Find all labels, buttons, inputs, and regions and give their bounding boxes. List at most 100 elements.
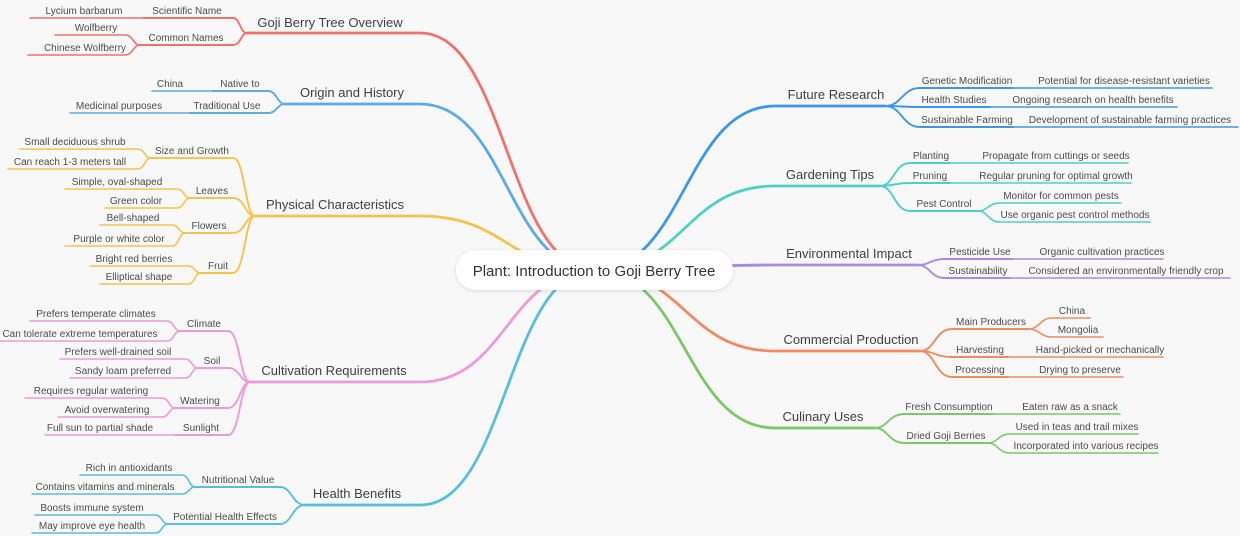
node-climate[interactable]: Climate xyxy=(187,319,221,330)
leaf-medicinal-purposes[interactable]: Medicinal purposes xyxy=(76,101,162,112)
node-dried-berries[interactable]: Dried Goji Berries xyxy=(907,431,986,442)
edge-health-studies xyxy=(884,105,991,108)
node-harvesting[interactable]: Harvesting xyxy=(956,345,1004,356)
branch-physical: Physical Characteristics Size and Growth… xyxy=(7,137,597,285)
edge-mongolia xyxy=(1027,328,1104,338)
leaf-simple-oval[interactable]: Simple, oval-shaped xyxy=(72,177,163,188)
leaf-china[interactable]: China xyxy=(157,79,184,90)
root-node[interactable]: Plant: Introduction to Goji Berry Tree xyxy=(456,250,733,290)
edge-organic-pest xyxy=(977,210,1151,223)
leaf-antioxidants[interactable]: Rich in antioxidants xyxy=(86,463,173,474)
topic-environmental[interactable]: Environmental Impact xyxy=(786,246,912,261)
leaf-recipes[interactable]: Incorporated into various recipes xyxy=(1013,441,1158,452)
topic-origin[interactable]: Origin and History xyxy=(300,85,405,100)
topic-cultivation[interactable]: Cultivation Requirements xyxy=(261,363,407,378)
leaf-sandy-loam[interactable]: Sandy loam preferred xyxy=(75,366,171,377)
leaf-lycium-barbarum[interactable]: Lycium barbarum xyxy=(46,6,123,17)
node-fresh-consumption[interactable]: Fresh Consumption xyxy=(905,402,992,413)
leaf-green-color[interactable]: Green color xyxy=(110,196,163,207)
leaf-disease-resistant[interactable]: Potential for disease-resistant varietie… xyxy=(1038,76,1210,87)
node-sustainable-farming[interactable]: Sustainable Farming xyxy=(921,115,1013,126)
topic-physical[interactable]: Physical Characteristics xyxy=(266,197,404,212)
leaf-eye-health[interactable]: May improve eye health xyxy=(39,521,145,532)
leaf-hand-picked[interactable]: Hand-picked or mechanically xyxy=(1036,345,1164,356)
edge-scientific-name xyxy=(142,17,248,34)
node-soil[interactable]: Soil xyxy=(204,356,221,367)
topic-future-research[interactable]: Future Research xyxy=(788,87,885,102)
leaf-bell-shaped[interactable]: Bell-shaped xyxy=(107,213,160,224)
topic-health[interactable]: Health Benefits xyxy=(313,486,402,501)
leaf-friendly-crop[interactable]: Considered an environmentally friendly c… xyxy=(1028,266,1224,277)
leaf-small-shrub[interactable]: Small deciduous shrub xyxy=(24,137,126,148)
node-pest-control[interactable]: Pest Control xyxy=(916,199,971,210)
leaf-requires-watering[interactable]: Requires regular watering xyxy=(34,386,149,397)
edge-common-names xyxy=(139,32,248,46)
leaf-ongoing-research[interactable]: Ongoing research on health benefits xyxy=(1012,95,1173,106)
leaf-chinese-wolfberry[interactable]: Chinese Wolfberry xyxy=(44,43,126,54)
node-main-producers[interactable]: Main Producers xyxy=(956,317,1026,328)
leaf-organic-cultivation[interactable]: Organic cultivation practices xyxy=(1039,247,1164,258)
leaf-vitamins[interactable]: Contains vitamins and minerals xyxy=(36,482,175,493)
leaf-elliptical[interactable]: Elliptical shape xyxy=(106,272,173,283)
edge-avoid-overwatering xyxy=(57,407,176,418)
leaf-can-tolerate[interactable]: Can tolerate extreme temperatures xyxy=(2,329,157,340)
branch-gardening-tips: Gardening Tips Planting Propagate from c… xyxy=(593,151,1151,272)
node-scientific-name[interactable]: Scientific Name xyxy=(152,6,222,17)
node-native-to[interactable]: Native to xyxy=(220,79,260,90)
leaf-sustainable-practices[interactable]: Development of sustainable farming pract… xyxy=(1029,115,1231,126)
leaf-avoid-overwatering[interactable]: Avoid overwatering xyxy=(65,405,150,416)
leaf-china-producer[interactable]: China xyxy=(1059,306,1086,317)
node-processing[interactable]: Processing xyxy=(955,365,1004,376)
leaf-monitor-pests[interactable]: Monitor for common pests xyxy=(1003,191,1119,202)
leaf-organic-pest[interactable]: Use organic pest control methods xyxy=(1001,210,1150,221)
topic-commercial[interactable]: Commercial Production xyxy=(783,332,918,347)
branch-future-research: Future Research Genetic Modification Pot… xyxy=(593,76,1239,272)
leaf-prefers-temperate[interactable]: Prefers temperate climates xyxy=(36,309,156,320)
topic-gardening-tips[interactable]: Gardening Tips xyxy=(786,167,875,182)
leaf-bright-red[interactable]: Bright red berries xyxy=(96,254,173,265)
leaf-full-sun[interactable]: Full sun to partial shade xyxy=(47,423,154,434)
edge-chinese-wolfberry xyxy=(27,44,141,56)
leaf-propagate[interactable]: Propagate from cuttings or seeds xyxy=(982,151,1129,162)
node-common-names[interactable]: Common Names xyxy=(148,33,223,44)
node-flowers[interactable]: Flowers xyxy=(191,221,226,232)
edge-climate xyxy=(179,330,251,383)
node-pesticide-use[interactable]: Pesticide Use xyxy=(949,247,1011,258)
node-sunlight[interactable]: Sunlight xyxy=(183,423,219,434)
leaf-drying[interactable]: Drying to preserve xyxy=(1039,365,1121,376)
edge-elliptical xyxy=(99,272,201,285)
node-health-effects[interactable]: Potential Health Effects xyxy=(173,512,277,523)
edge-main-producers xyxy=(919,328,1029,352)
edge-can-tolerate xyxy=(0,330,181,342)
node-nutritional-value[interactable]: Nutritional Value xyxy=(202,475,275,486)
edge-fruit xyxy=(199,215,256,274)
edge-purple-white xyxy=(64,232,186,247)
root-node-label[interactable]: Plant: Introduction to Goji Berry Tree xyxy=(473,263,716,280)
leaf-purple-white[interactable]: Purple or white color xyxy=(73,234,165,245)
node-leaves[interactable]: Leaves xyxy=(196,186,228,197)
leaf-immune[interactable]: Boosts immune system xyxy=(40,503,143,514)
leaf-wolfberry[interactable]: Wolfberry xyxy=(75,23,118,34)
node-watering[interactable]: Watering xyxy=(180,396,220,407)
node-fruit[interactable]: Fruit xyxy=(208,261,228,272)
root-node-pill[interactable] xyxy=(456,250,733,290)
node-sustainability[interactable]: Sustainability xyxy=(949,266,1008,277)
leaf-regular-pruning[interactable]: Regular pruning for optimal growth xyxy=(979,171,1132,182)
leaf-well-drained[interactable]: Prefers well-drained soil xyxy=(65,347,172,358)
edge-processing xyxy=(919,350,1009,378)
leaf-can-reach[interactable]: Can reach 1-3 meters tall xyxy=(14,157,126,168)
node-health-studies[interactable]: Health Studies xyxy=(921,95,986,106)
leaf-teas-trail[interactable]: Used in teas and trail mixes xyxy=(1016,422,1139,433)
node-traditional-use[interactable]: Traditional Use xyxy=(194,101,261,112)
edge-sustainability xyxy=(917,264,1011,279)
node-size-growth[interactable]: Size and Growth xyxy=(155,146,229,157)
leaf-eaten-raw[interactable]: Eaten raw as a snack xyxy=(1022,402,1119,413)
leaf-mongolia[interactable]: Mongolia xyxy=(1058,325,1099,336)
node-planting[interactable]: Planting xyxy=(913,151,949,162)
node-genetic-modification[interactable]: Genetic Modification xyxy=(922,76,1013,87)
node-pruning[interactable]: Pruning xyxy=(913,171,947,182)
topic-culinary[interactable]: Culinary Uses xyxy=(783,409,864,424)
topic-overview[interactable]: Goji Berry Tree Overview xyxy=(257,15,403,30)
branch-commercial: Commercial Production Main Producers Chi… xyxy=(593,268,1164,378)
